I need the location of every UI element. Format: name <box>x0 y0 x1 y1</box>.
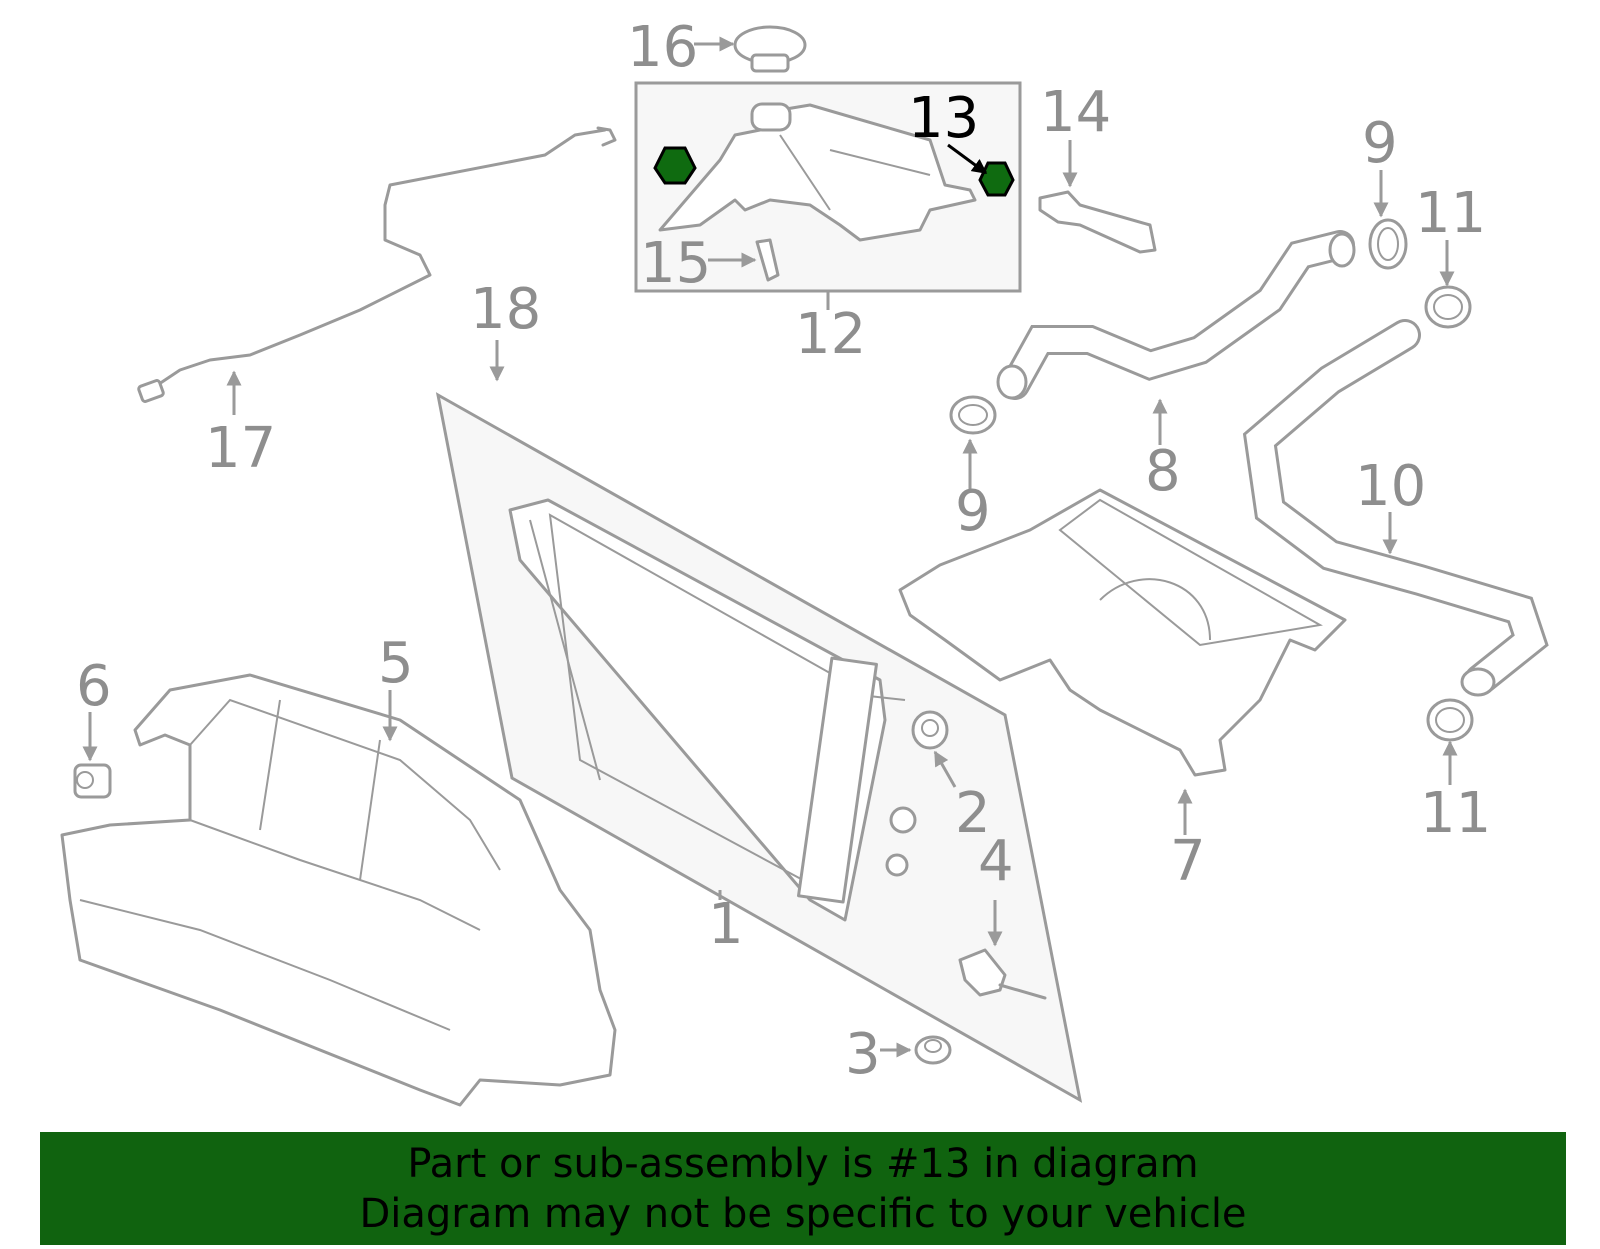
hose-clamp-11-upper[interactable] <box>1424 285 1472 329</box>
hose-clamp-9-lower[interactable] <box>949 395 997 435</box>
reservoir-bracket[interactable] <box>1038 190 1157 254</box>
callout-14: 14 <box>1040 80 1111 145</box>
callout-11-upper: 11 <box>1415 181 1486 246</box>
callout-17: 17 <box>205 416 276 481</box>
callout-11-lower: 11 <box>1420 781 1491 846</box>
callout-5: 5 <box>378 631 414 696</box>
banner-line-1: Part or sub-assembly is #13 in diagram <box>407 1140 1199 1187</box>
reservoir-nut-left <box>653 146 697 185</box>
air-deflector[interactable] <box>60 673 617 1107</box>
info-banner: Part or sub-assembly is #13 in diagram D… <box>40 1132 1566 1245</box>
bolt-6[interactable] <box>73 763 112 799</box>
callout-8: 8 <box>1145 439 1181 504</box>
parts-diagram: 1 2 3 4 5 6 7 8 9 9 10 11 11 12 13 14 15… <box>60 15 1549 1107</box>
callout-9-lower: 9 <box>955 479 991 544</box>
banner-line-2: Diagram may not be specific to your vehi… <box>359 1190 1247 1237</box>
callout-12: 12 <box>795 302 866 367</box>
hose-clamp-11-lower[interactable] <box>1426 698 1474 742</box>
callout-18: 18 <box>470 277 541 342</box>
callout-3: 3 <box>845 1022 881 1087</box>
callout-4: 4 <box>978 829 1014 894</box>
overflow-hose[interactable] <box>148 128 607 392</box>
callout-10: 10 <box>1355 454 1426 519</box>
drain-plug-4[interactable] <box>958 948 1047 1000</box>
reservoir-cap[interactable] <box>733 25 807 73</box>
callout-9-upper: 9 <box>1362 111 1398 176</box>
callout-15: 15 <box>640 231 711 296</box>
callout-16: 16 <box>627 15 698 80</box>
hose-clamp-9-upper[interactable] <box>1368 218 1408 270</box>
callout-1: 1 <box>708 892 744 957</box>
coolant-reservoir-assembly[interactable] <box>634 81 1022 293</box>
radiator-assembly[interactable] <box>435 392 1083 1103</box>
callout-13: 13 <box>908 86 979 151</box>
callout-7: 7 <box>1170 829 1206 894</box>
grommet-2[interactable] <box>911 710 949 750</box>
grommet-3[interactable] <box>914 1035 952 1065</box>
reservoir-nut-13[interactable] <box>978 161 1015 197</box>
callout-6: 6 <box>76 654 112 719</box>
fan-shroud[interactable] <box>898 488 1347 777</box>
callout-2: 2 <box>955 781 991 846</box>
